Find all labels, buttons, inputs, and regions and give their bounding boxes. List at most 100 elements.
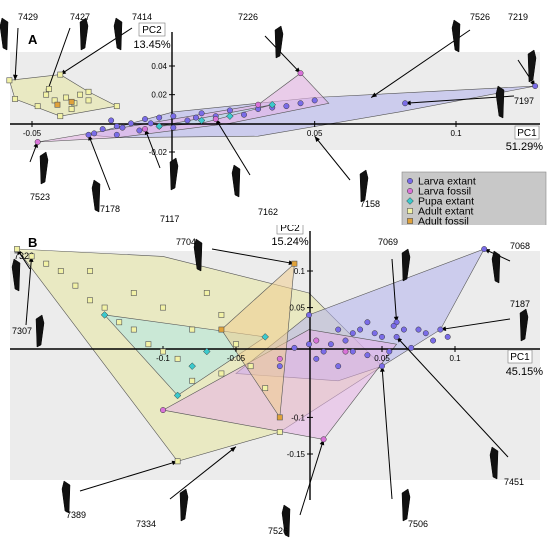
point-adult-extant — [174, 458, 181, 465]
y-tick-label: -0.02 — [149, 148, 168, 157]
specimen-silhouette — [495, 85, 505, 119]
specimen-silhouette — [113, 17, 123, 51]
annotation-arrow — [264, 35, 301, 74]
annotation-arrow — [314, 135, 351, 181]
point-adult-extant — [63, 94, 69, 101]
x-tick-label: -0.05 — [227, 354, 246, 363]
specimen-label: 7414 — [132, 12, 152, 22]
specimen-silhouette — [35, 314, 45, 348]
point-larva-extant — [402, 100, 409, 107]
point-pupa-extant — [268, 100, 277, 109]
pc2-label-box — [138, 22, 166, 37]
specimen-label: 7451 — [504, 477, 524, 487]
legend-marker — [407, 188, 413, 194]
legend-label: Pupa extant — [418, 196, 474, 208]
x-tick-label: -0.05 — [23, 129, 42, 138]
point-larva-extant — [422, 330, 429, 337]
panel-letter: A — [28, 32, 38, 47]
point-adult-extant — [160, 304, 166, 311]
point-adult-extant — [116, 319, 123, 326]
legend-label: Adult fossil — [418, 216, 469, 226]
point-adult-fossil — [54, 101, 61, 108]
point-adult-fossil — [276, 414, 283, 421]
point-larva-extant — [320, 348, 327, 355]
point-larva-extant — [170, 124, 177, 131]
point-larva-extant — [113, 123, 120, 130]
specimen-label: 7704 — [176, 237, 196, 247]
specimen-label: 7117 — [160, 214, 179, 224]
specimen-silhouette — [274, 25, 284, 59]
specimen-silhouette — [0, 17, 9, 51]
specimen-silhouette — [527, 49, 537, 83]
point-larva-extant — [364, 319, 371, 326]
point-larva-extant — [408, 344, 415, 351]
point-adult-extant — [101, 304, 108, 311]
point-larva-extant — [364, 352, 371, 359]
point-larva-extant — [349, 348, 356, 355]
specimen-label: 7187 — [510, 299, 530, 309]
specimen-label: 7389 — [66, 510, 86, 520]
point-larva-extant — [379, 333, 385, 340]
specimen-label: 7334 — [136, 519, 156, 529]
point-pupa-extant — [188, 362, 196, 370]
point-larva-fossil — [313, 337, 320, 344]
point-larva-extant — [91, 130, 98, 137]
point-larva-extant — [430, 337, 437, 344]
point-larva-extant — [85, 131, 92, 138]
point-larva-extant — [437, 326, 444, 333]
annotation-arrow — [88, 134, 111, 191]
legend-label: Larva fossil — [418, 186, 471, 198]
point-adult-extant — [85, 88, 92, 95]
point-larva-extant — [170, 113, 177, 120]
point-larva-fossil — [342, 348, 349, 355]
point-adult-extant — [85, 97, 92, 104]
specimen-silhouette — [61, 480, 71, 514]
point-larva-extant — [241, 111, 247, 118]
x-axis-label: PC1 — [517, 128, 537, 139]
hulls — [16, 248, 485, 462]
specimen-label: 7162 — [258, 207, 278, 217]
point-larva-extant — [313, 355, 320, 362]
annotation-arrow — [25, 256, 33, 326]
annotation-arrow — [211, 248, 295, 265]
point-larva-extant — [119, 124, 126, 131]
legend-marker — [406, 197, 414, 205]
annotation-arrow — [215, 118, 251, 176]
point-larva-extant — [349, 330, 356, 337]
point-larva-extant — [386, 348, 393, 355]
specimen-label: 7068 — [510, 241, 530, 251]
point-adult-extant — [276, 429, 283, 435]
specimen-label: 7226 — [238, 12, 258, 22]
point-adult-extant — [145, 341, 152, 348]
point-larva-extant — [147, 120, 154, 127]
legend-marker — [407, 178, 413, 184]
x-tick-label: 0.05 — [374, 354, 390, 363]
point-adult-extant — [28, 253, 35, 260]
specimen-label: 7307 — [12, 326, 32, 336]
point-pupa-extant — [226, 112, 234, 120]
annotation-arrowhead — [314, 136, 320, 143]
point-larva-extant — [297, 100, 304, 107]
specimen-label: 7506 — [408, 519, 428, 529]
point-adult-extant — [34, 103, 41, 110]
specimen-silhouette — [39, 151, 49, 185]
annotation-arrow — [396, 336, 509, 458]
point-larva-extant — [184, 117, 191, 124]
specimen-label: 7178 — [100, 204, 120, 214]
specimen-label: 7326 — [14, 251, 34, 261]
point-adult-extant — [160, 348, 166, 355]
hull-adult-fossil — [221, 262, 295, 419]
point-larva-extant — [335, 326, 342, 333]
specimen-silhouette — [401, 248, 411, 282]
point-larva-extant — [113, 131, 120, 138]
point-pupa-extant — [203, 347, 211, 356]
point-adult-extant — [57, 71, 64, 78]
x-axis-label: PC1 — [510, 352, 530, 363]
point-larva-extant — [415, 326, 422, 333]
point-larva-fossil — [255, 101, 262, 108]
point-adult-extant — [247, 363, 254, 370]
y-axis-percent: 15.24% — [271, 236, 309, 248]
